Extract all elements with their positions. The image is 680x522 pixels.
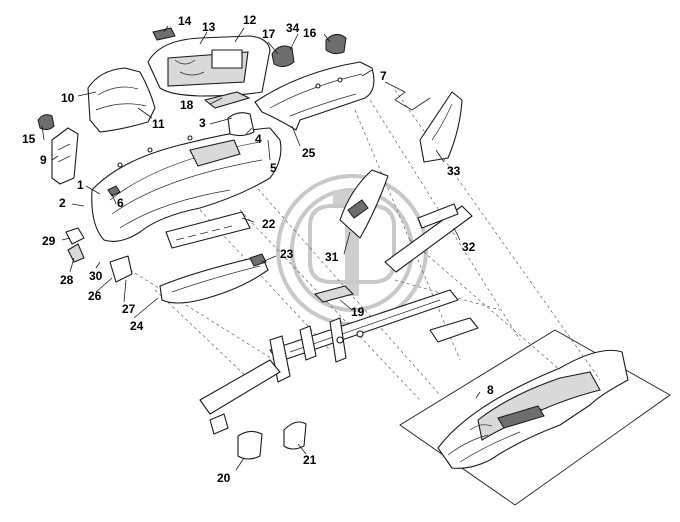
callout-21: 21 [303,453,317,467]
callout-4: 4 [255,132,262,146]
vent-14 [152,27,176,41]
bracket-29 [65,227,85,245]
callout-labels: 1 2 3 4 5 6 7 8 9 10 11 12 13 14 15 16 1… [22,13,494,485]
gauge-cluster-bezel [147,35,271,97]
vent-34 [271,45,295,68]
bracket-20 [237,430,263,460]
clip-6 [107,185,121,197]
callout-26: 26 [88,289,102,303]
inset-assembly-box [399,329,671,506]
callout-8: 8 [487,383,494,397]
vent-16 [325,34,347,55]
callout-25: 25 [302,146,316,160]
callout-6: 6 [117,196,124,210]
right-trim-bar [384,203,473,273]
latch-19 [313,285,355,303]
callout-34: 34 [286,21,300,35]
callout-9: 9 [40,153,47,167]
small-panel-18 [203,91,251,109]
side-vent-15 [37,114,55,131]
callout-15: 15 [22,132,36,146]
cluster-hood [87,67,156,133]
callout-10: 10 [61,91,75,105]
side-panel-31 [339,169,389,239]
panel-28 [67,243,85,263]
callout-11: 11 [152,117,165,131]
end-cap-33 [419,91,463,163]
side-trim-9 [51,127,79,185]
callout-30: 30 [89,269,103,283]
callout-2: 2 [59,196,66,210]
callout-31: 31 [325,250,339,264]
callout-1: 1 [77,178,84,192]
callout-7: 7 [380,69,387,83]
callout-12: 12 [243,13,257,27]
callout-17: 17 [262,27,276,41]
callout-13: 13 [202,20,216,34]
callout-16: 16 [303,26,317,40]
callout-22: 22 [262,217,276,231]
lower-panel [159,253,269,304]
callout-27: 27 [122,302,136,316]
callout-5: 5 [270,161,277,175]
callout-32: 32 [462,240,476,254]
knee-panel-26 [109,255,133,283]
upper-dash-pad [254,61,375,131]
callout-33: 33 [447,164,461,178]
bracket-21 [283,421,307,450]
lower-vent-strip [165,211,251,249]
callout-24: 24 [130,319,144,333]
callout-20: 20 [217,471,231,485]
callout-28: 28 [60,273,74,287]
callout-14: 14 [178,14,192,28]
callout-18: 18 [180,98,194,112]
cross-car-beam [199,289,479,435]
main-instrument-panel [91,112,282,242]
callout-29: 29 [42,234,56,248]
callout-23: 23 [280,247,294,261]
callout-3: 3 [199,116,206,130]
callout-19: 19 [351,305,365,319]
leader-lines [41,25,481,471]
